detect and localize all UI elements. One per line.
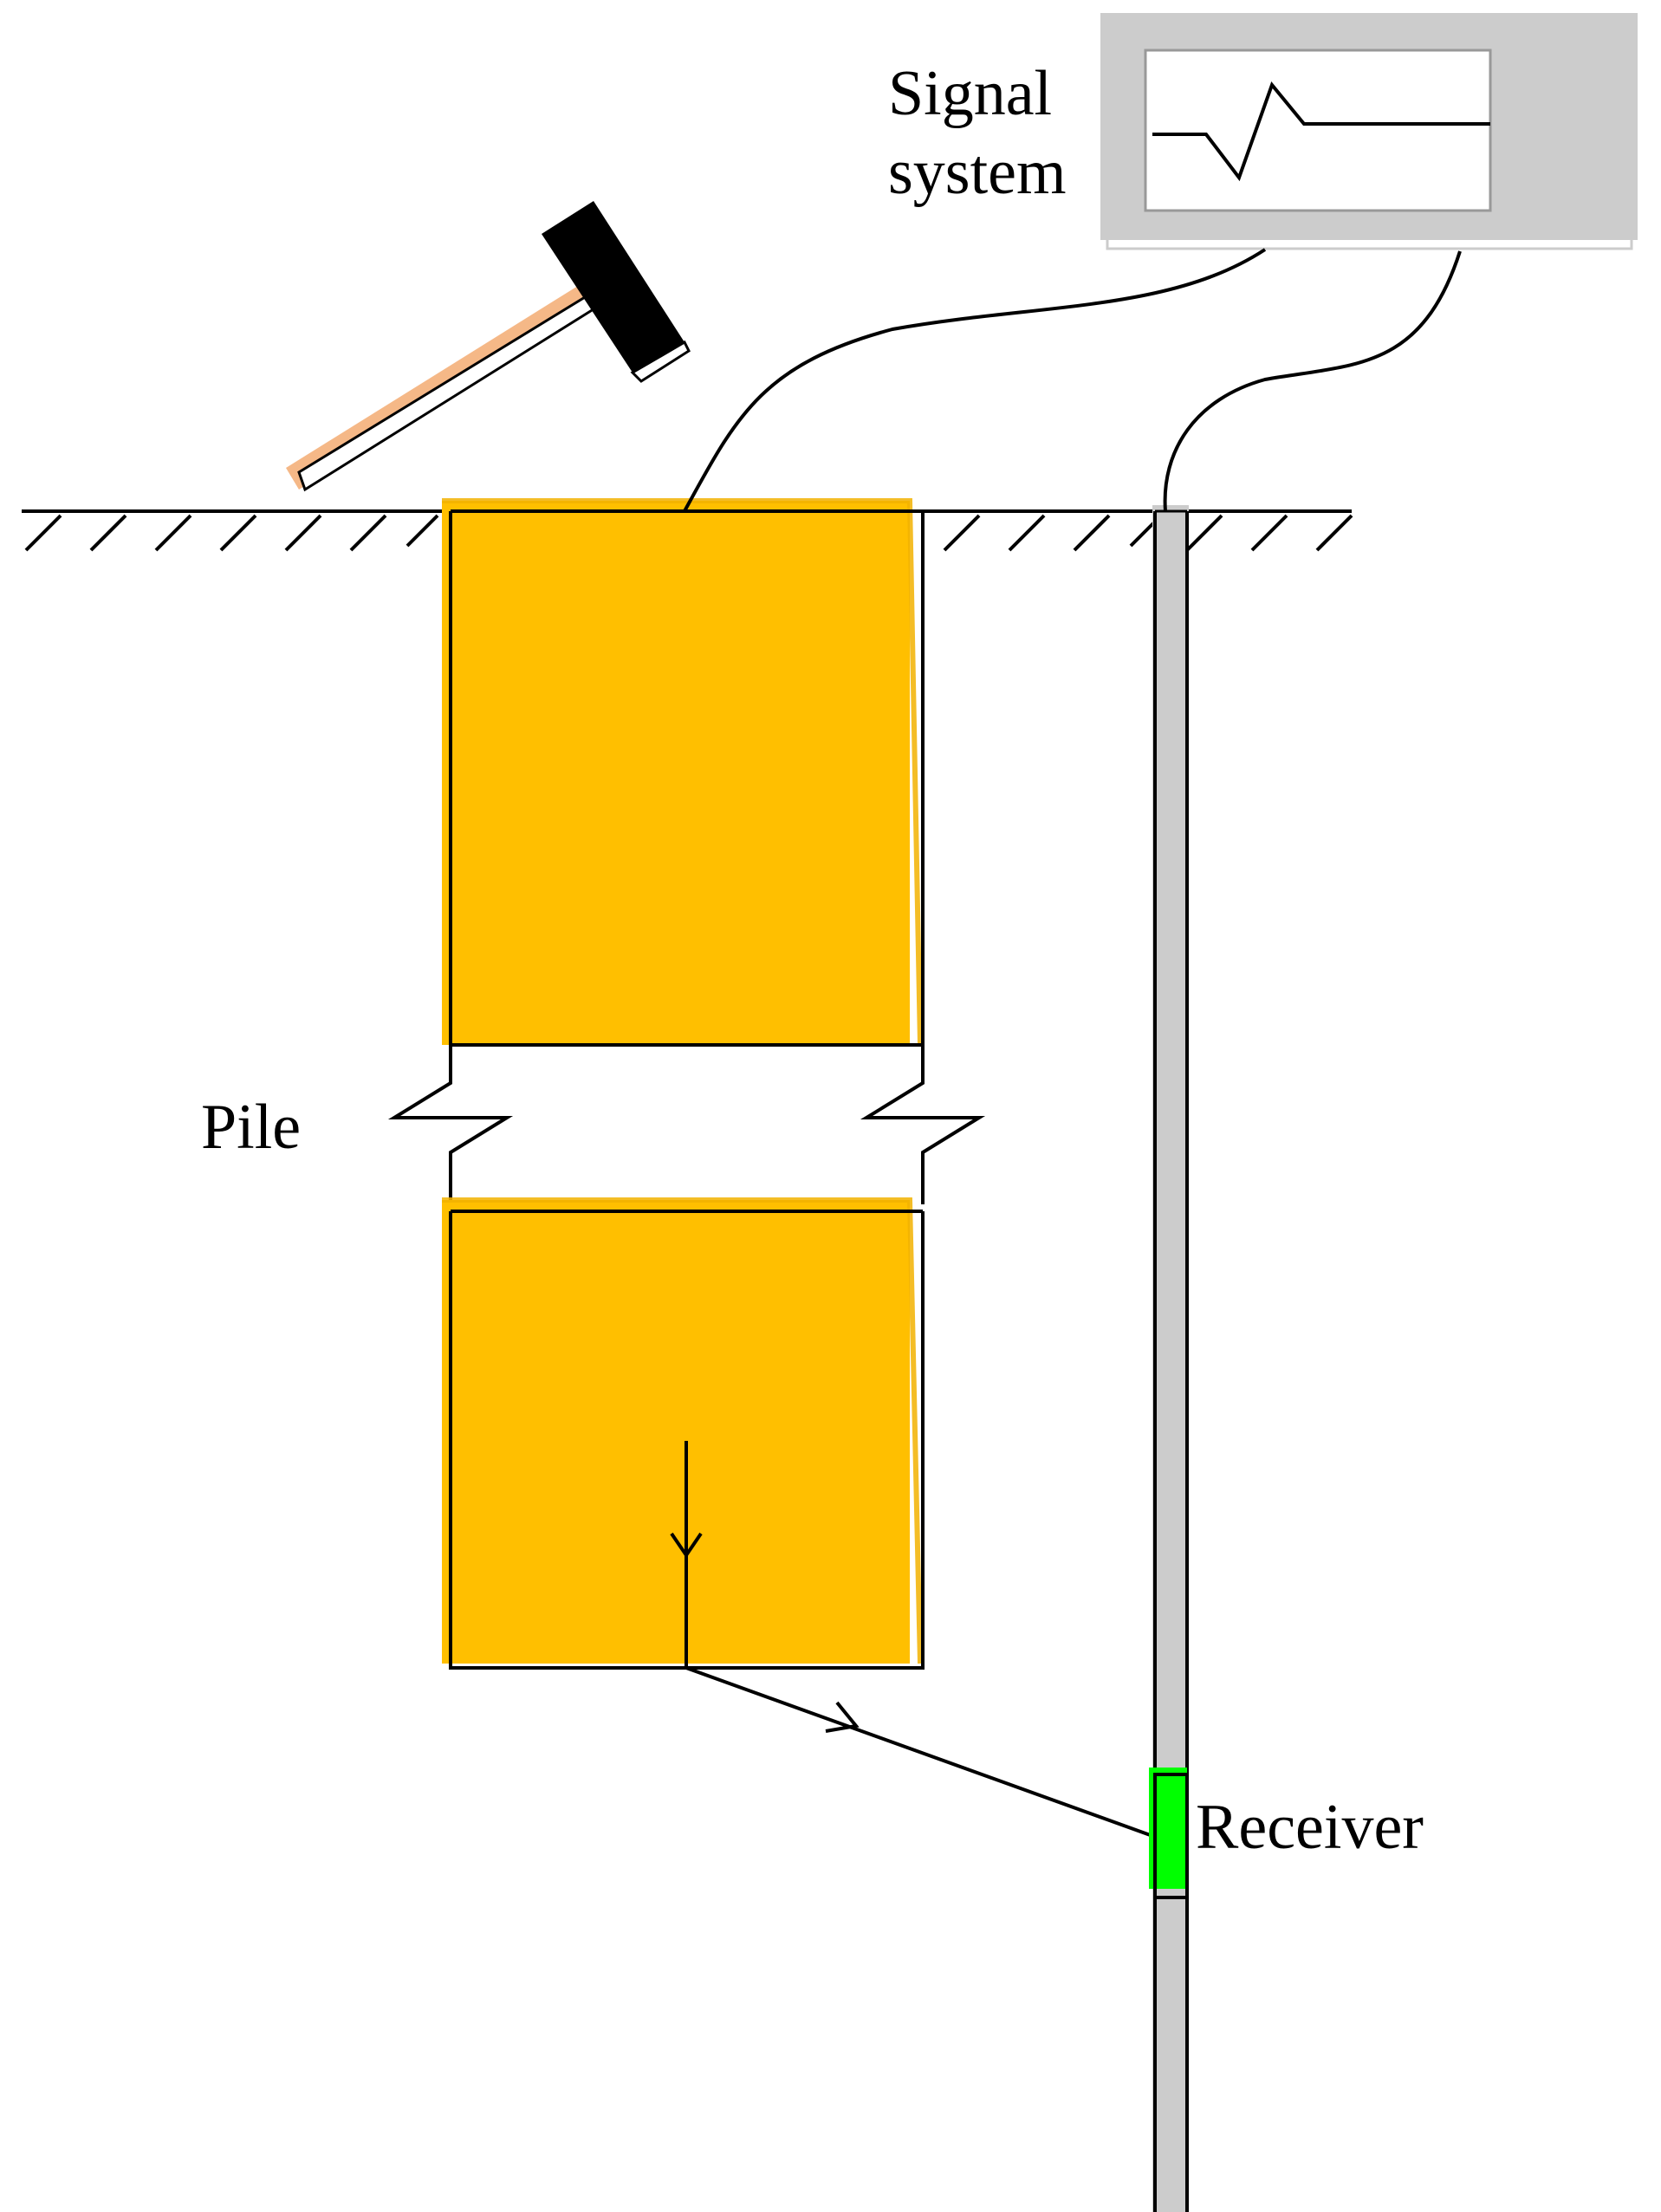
receiver-sensor (1149, 1768, 1189, 1899)
pile-upper-segment (442, 498, 925, 1047)
pile-label: Pile (201, 1092, 301, 1163)
pile-lower-segment (442, 1197, 925, 1670)
wave-path (670, 1441, 1156, 1839)
wave-to-receiver-line (685, 1666, 1156, 1839)
waveform-icon (1152, 81, 1490, 182)
signal-system-label-line2: system (888, 137, 1067, 208)
hammer-head (542, 201, 685, 373)
receiver-label: Receiver (1196, 1792, 1424, 1863)
monitor-icon (1100, 13, 1638, 250)
wave-right-arrow-icon (825, 1701, 860, 1733)
cable-pile-head (683, 248, 1267, 512)
cable-receiver (1163, 250, 1462, 512)
hammer-icon (286, 201, 691, 492)
signal-cables (683, 248, 1462, 512)
signal-system-label-line1: Signal (888, 58, 1052, 129)
wave-down-arrow-icon (670, 1532, 703, 1559)
access-tube (1152, 505, 1189, 2212)
pile-break-symbol (387, 1045, 986, 1204)
